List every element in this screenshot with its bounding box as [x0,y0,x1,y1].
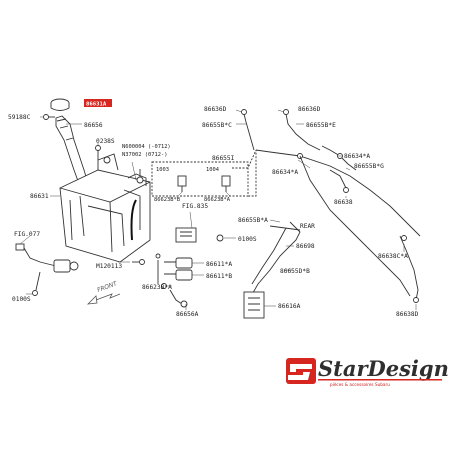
label-86636d-left: 86636D [204,106,227,113]
label-86655i: 86655I [212,155,235,162]
label-86634-a-right: 86634*A [344,153,370,160]
pump-valves [130,161,249,308]
logo-wordmark: StarDesign [318,356,449,381]
part-labels: 86631A 59188C 86656 0238S N600004 (-0712… [8,99,419,318]
label-86616a: 86616A [278,303,301,310]
label-86634-a-left: 86634*A [272,169,298,176]
label-0238s: 0238S [96,138,115,145]
label-fig077: FIG.077 [14,231,40,238]
label-86636d-right: 86636D [298,106,321,113]
label-86631: 86631 [30,193,49,200]
label-86655b-g: 86655B*G [354,163,384,170]
label-86655d-b: 86655D*B [280,268,310,275]
label-86656a: 86656A [176,311,199,318]
label-86655b-a: 86655B*A [238,217,268,224]
label-1004: 1004 [206,167,219,173]
label-86623b-a: 86623B*A [142,284,172,291]
label-59188c: 59188C [8,114,31,121]
label-86611-a: 86611*A [206,261,232,268]
logo-tagline: pièces & accessoires Subaru [330,382,390,387]
label-86638: 86638 [334,199,353,206]
label-86611-b: 86611*B [206,273,232,280]
label-m120113: M120113 [96,263,122,270]
front-arrow-label: FRONT [96,280,119,294]
label-86638d: 86638D [396,311,419,318]
label-rear: REAR [300,223,315,230]
label-n37002: N37002 (0712-) [122,152,167,158]
label-n600004: N600004 (-0712) [122,144,171,150]
label-fig835: FIG.835 [182,203,208,210]
front-arrow: FRONT [86,280,121,305]
s-monogram-icon [286,358,316,384]
stardesign-logo: StarDesign pièces & accessoires Subaru [286,356,449,387]
highlighted-part-label: 86631A [86,102,107,108]
label-1003: 1003 [156,167,169,173]
label-86638c-a: 86638C*A [378,253,408,260]
label-86623b-b: 86623B*B [154,197,180,203]
rear-washer-hoses [232,109,421,319]
highlight-box[interactable] [84,99,112,107]
label-86655b-c: 86655B*C [202,122,232,129]
label-86655b-e: 86655B*E [306,122,336,129]
label-86656: 86656 [84,122,103,129]
label-86698: 86698 [296,243,315,250]
label-86623b-a-top: 86623B*A [204,197,231,203]
label-0100s-left: 0100S [12,296,31,303]
washer-tank-assembly [15,98,151,296]
leader-lines [19,109,417,310]
label-0100s-mid: 0100S [238,236,257,243]
